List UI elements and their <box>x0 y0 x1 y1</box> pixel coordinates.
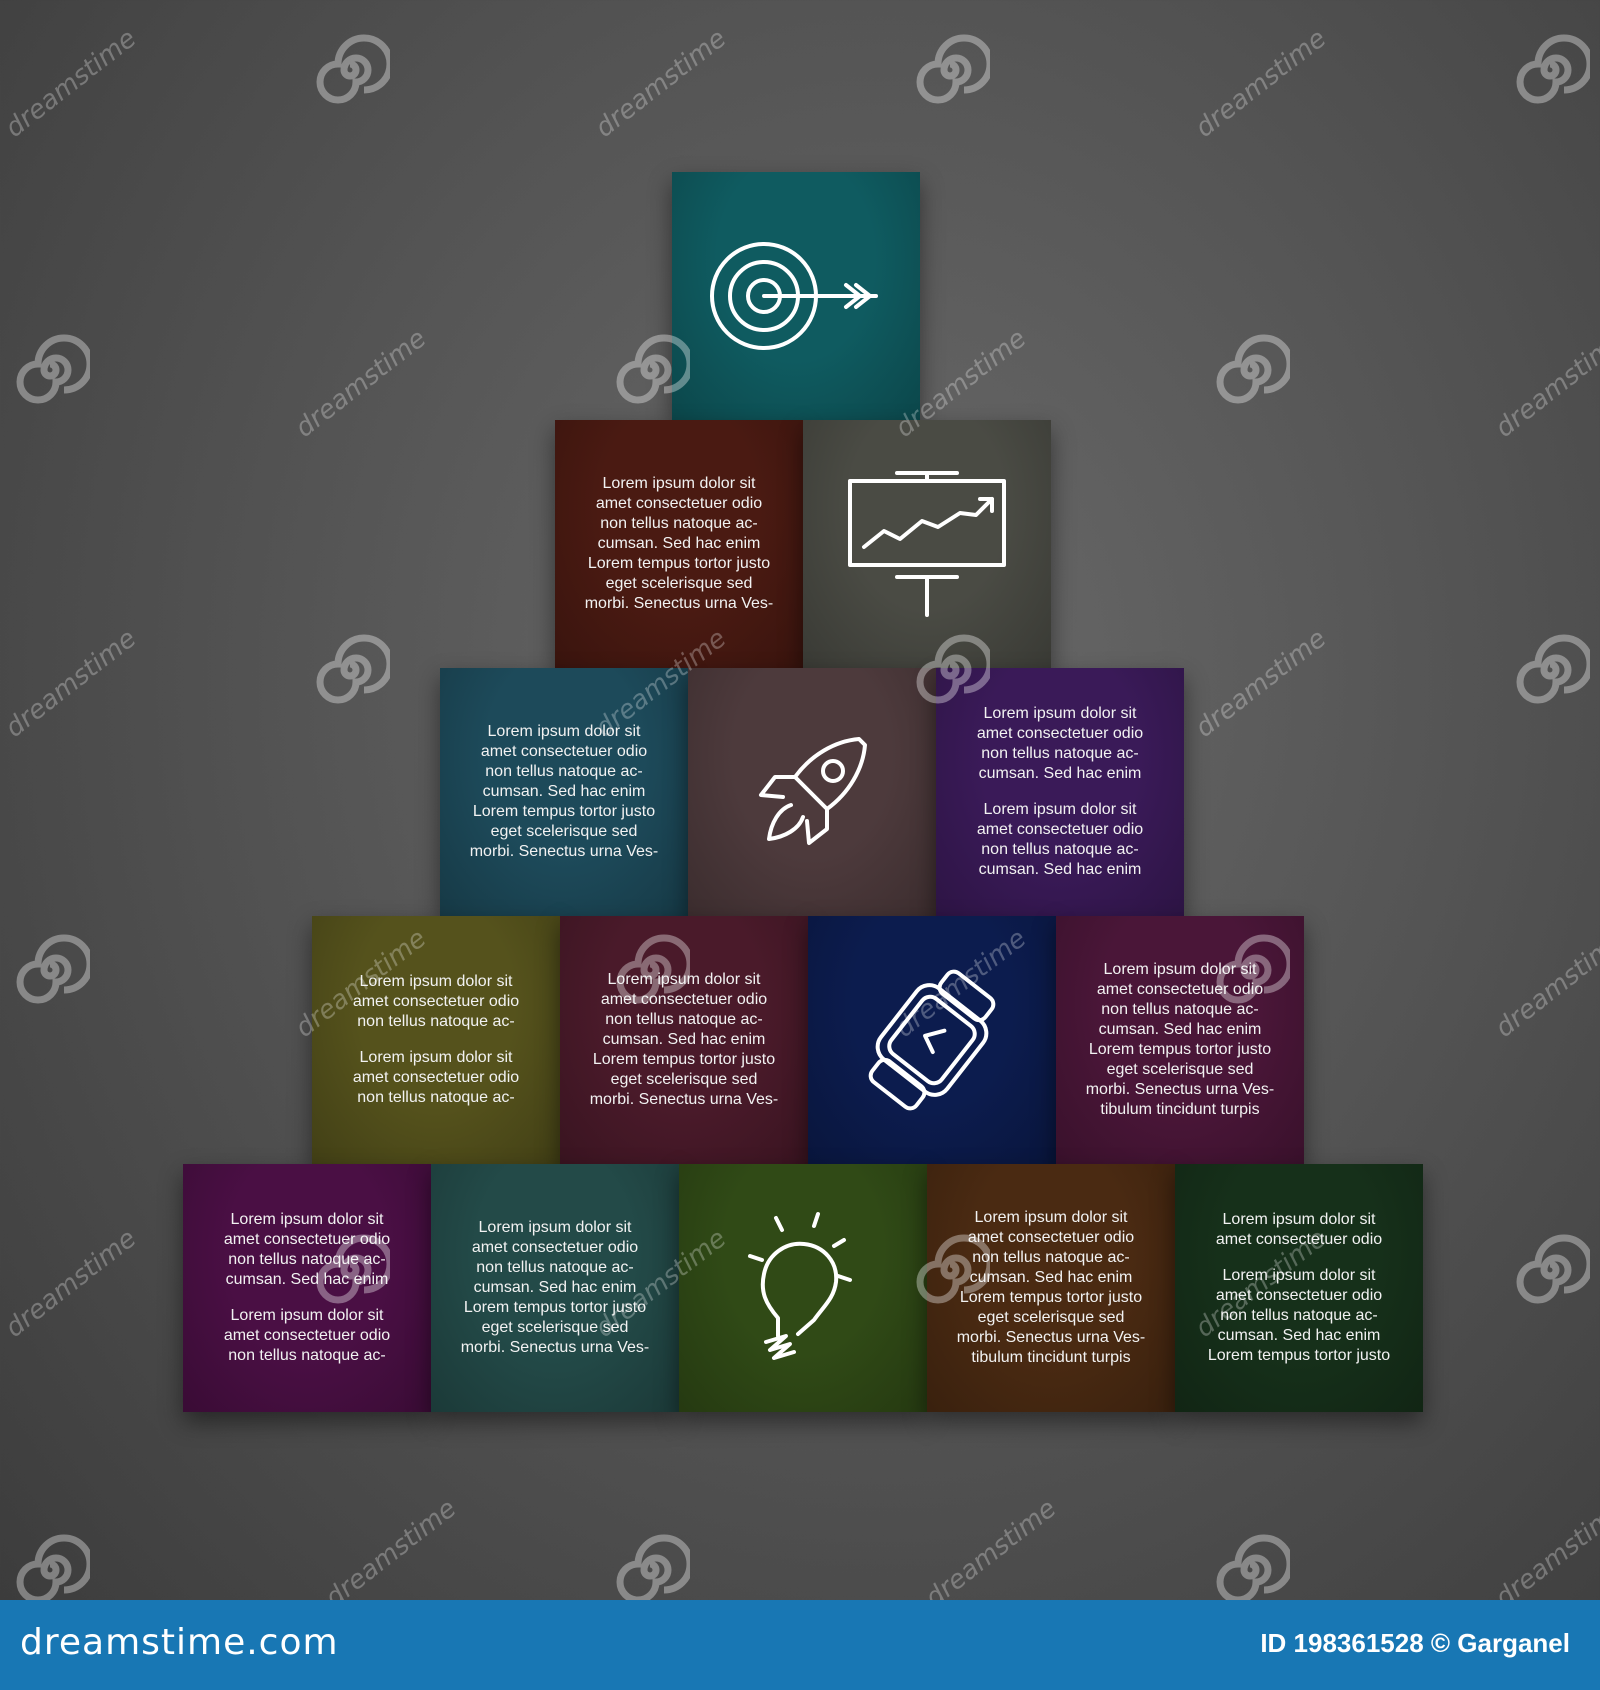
text-block-row5-b: Lorem ipsum dolor sit amet consectetuer … <box>431 1164 679 1412</box>
watermark-text: dreamstime <box>1490 1493 1600 1614</box>
footer-bar: dreamstime.com ID 198361528 © Garganel <box>0 1600 1600 1690</box>
watermark-text: dreamstime <box>590 23 732 144</box>
block-paragraph: Lorem ipsum dolor sit amet consectetuer … <box>352 1049 520 1106</box>
watermark-spiral-icon <box>910 30 994 110</box>
watermark-spiral-icon <box>310 1230 394 1310</box>
footer-site: dreamstime.com <box>20 1622 339 1663</box>
text-block-row5-e: Lorem ipsum dolor sit amet consectetuer … <box>1175 1164 1423 1412</box>
watermark-spiral-icon <box>310 30 394 110</box>
watermark-spiral-icon <box>1210 930 1294 1010</box>
block-paragraph: Lorem ipsum dolor sit amet consectetuer … <box>1215 1211 1383 1248</box>
block-paragraph: Lorem ipsum dolor sit amet consectetuer … <box>956 1209 1146 1366</box>
watermark-spiral-icon <box>1510 30 1594 110</box>
watermark-text: dreamstime <box>1190 623 1332 744</box>
watermark-text: dreamstime <box>0 1223 142 1344</box>
target-arrow-icon <box>706 231 886 361</box>
rocket-icon <box>747 727 877 857</box>
watermark-spiral-icon <box>1210 330 1294 410</box>
block-paragraph: Lorem ipsum dolor sit amet consectetuer … <box>223 1307 391 1364</box>
watch-block <box>808 916 1056 1164</box>
watermark-spiral-icon <box>1210 1530 1294 1610</box>
footer-credit: ID 198361528 © Garganel <box>1260 1628 1570 1658</box>
block-paragraph: Lorem ipsum dolor sit amet consectetuer … <box>584 475 774 612</box>
block-paragraph: Lorem ipsum dolor sit amet consectetuer … <box>352 973 520 1030</box>
block-paragraph: Lorem ipsum dolor sit amet consectetuer … <box>976 801 1144 878</box>
presentation-chart-icon <box>842 469 1012 619</box>
watermark-spiral-icon <box>10 930 94 1010</box>
watermark-spiral-icon <box>910 1230 994 1310</box>
text-block-row5-d: Lorem ipsum dolor sit amet consectetuer … <box>927 1164 1175 1412</box>
smartwatch-icon <box>862 965 1002 1115</box>
watermark-text: dreamstime <box>320 1493 462 1614</box>
text-block-row4-b: Lorem ipsum dolor sit amet consectetuer … <box>560 916 808 1164</box>
watermark-text: dreamstime <box>920 1493 1062 1614</box>
watermark-spiral-icon <box>310 630 394 710</box>
watermark-text: dreamstime <box>290 323 432 444</box>
text-block-row3-left: Lorem ipsum dolor sit amet consectetuer … <box>440 668 688 916</box>
block-paragraph: Lorem ipsum dolor sit amet consectetuer … <box>589 971 779 1108</box>
rocket-block <box>688 668 936 916</box>
watermark-spiral-icon <box>10 330 94 410</box>
watermark-text: dreamstime <box>1190 23 1332 144</box>
target-block <box>672 172 920 420</box>
watermark-spiral-icon <box>610 1530 694 1610</box>
watermark-text: dreamstime <box>1490 323 1600 444</box>
block-paragraph: Lorem ipsum dolor sit amet consectetuer … <box>460 1219 650 1356</box>
watermark-spiral-icon <box>610 330 694 410</box>
text-block-row4-a: Lorem ipsum dolor sit amet consectetuer … <box>312 916 560 1164</box>
watermark-spiral-icon <box>610 930 694 1010</box>
bulb-block <box>679 1164 927 1412</box>
block-paragraph: Lorem ipsum dolor sit amet consectetuer … <box>976 705 1144 782</box>
watermark-text: dreamstime <box>0 23 142 144</box>
watermark-spiral-icon <box>910 630 994 710</box>
block-paragraph: Lorem ipsum dolor sit amet consectetuer … <box>469 723 659 860</box>
block-paragraph: Lorem ipsum dolor sit amet consectetuer … <box>1085 961 1275 1118</box>
text-block-row5-a: Lorem ipsum dolor sit amet consectetuer … <box>183 1164 431 1412</box>
watermark-spiral-icon <box>1510 630 1594 710</box>
lightbulb-icon <box>738 1208 868 1368</box>
chart-board-block <box>803 420 1051 668</box>
text-block-row4-d: Lorem ipsum dolor sit amet consectetuer … <box>1056 916 1304 1164</box>
text-block-row3-right: Lorem ipsum dolor sit amet consectetuer … <box>936 668 1184 916</box>
infographic-canvas: Lorem ipsum dolor sit amet consectetuer … <box>0 23 1600 1412</box>
block-paragraph: Lorem ipsum dolor sit amet consectetuer … <box>223 1211 391 1288</box>
text-block-row2: Lorem ipsum dolor sit amet consectetuer … <box>555 420 803 668</box>
watermark-text: dreamstime <box>1490 923 1600 1044</box>
block-paragraph: Lorem ipsum dolor sit amet consectetuer … <box>1207 1267 1391 1364</box>
watermark-spiral-icon <box>1510 1230 1594 1310</box>
watermark-text: dreamstime <box>0 623 142 744</box>
watermark-spiral-icon <box>10 1530 94 1610</box>
